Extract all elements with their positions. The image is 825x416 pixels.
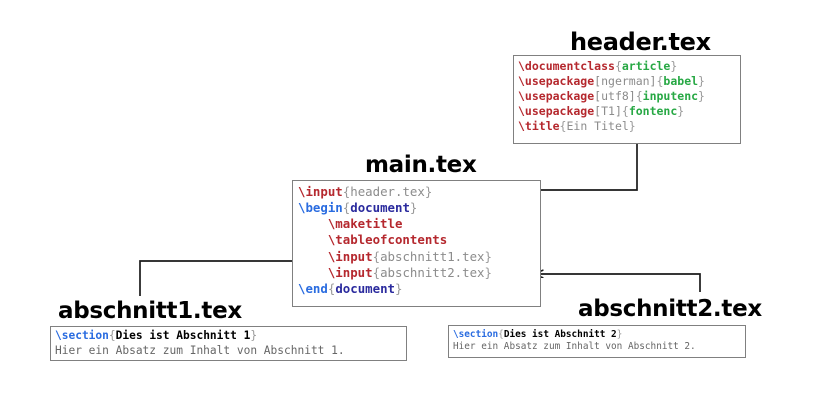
code-token: header.tex <box>350 184 425 199</box>
code-token: \maketitle <box>298 216 403 232</box>
code-line: \usepackage[ngerman]{babel} <box>518 74 736 89</box>
arrow-abschnitt2-to-main <box>534 274 701 292</box>
code-line: \begin{document} <box>298 200 535 216</box>
code-token: \usepackage <box>518 88 595 103</box>
code-token: { <box>327 280 336 296</box>
code-token: document <box>335 280 395 296</box>
code-token: \title <box>518 118 560 133</box>
code-line: \documentclass{article} <box>518 59 736 74</box>
code-token: \section <box>453 329 499 340</box>
code-token: } <box>424 184 433 199</box>
code-token: abschnitt2.tex <box>380 264 485 280</box>
code-token: { <box>635 88 643 103</box>
code-line: \tableofcontents <box>298 232 535 248</box>
code-token: } <box>670 59 678 73</box>
code-box-main[interactable]: \input{header.tex}\begin{document} \make… <box>292 180 541 307</box>
code-token: [utf8] <box>594 88 636 103</box>
code-token: { <box>656 73 664 88</box>
code-line: \section{Dies ist Abschnitt 1} <box>55 329 402 344</box>
code-token: \tableofcontents <box>298 232 448 248</box>
code-token: \usepackage <box>518 73 595 88</box>
code-token: \input <box>298 264 373 280</box>
code-token: document <box>350 200 410 216</box>
code-token: Hier ein Absatz zum Inhalt von Abschnitt… <box>55 343 345 357</box>
code-token: } <box>616 329 623 340</box>
code-token: } <box>409 200 418 216</box>
code-token: { <box>559 118 567 133</box>
code-token: Dies ist Abschnitt 1 <box>115 329 251 342</box>
code-line: \input{abschnitt1.tex} <box>298 249 535 265</box>
code-token: [ngerman] <box>594 73 657 88</box>
code-line: \input{header.tex} <box>298 184 535 200</box>
code-line: \input{abschnitt2.tex} <box>298 265 535 281</box>
file-title-header: header.tex <box>570 28 711 56</box>
code-token: } <box>250 329 258 342</box>
code-line: \usepackage[utf8]{inputenc} <box>518 89 736 104</box>
code-token: { <box>621 103 629 118</box>
code-box-header[interactable]: \documentclass{article}\usepackage[ngerm… <box>513 55 741 144</box>
code-token: \usepackage <box>518 103 595 118</box>
code-token: \section <box>55 329 109 342</box>
code-box-abschnitt1[interactable]: \section{Dies ist Abschnitt 1}Hier ein A… <box>50 326 407 361</box>
code-token: \input <box>298 184 343 199</box>
code-token: } <box>484 248 492 264</box>
code-token: inputenc <box>642 88 699 103</box>
code-token: \documentclass <box>518 59 615 73</box>
file-title-abschnitt1: abschnitt1.tex <box>58 298 242 324</box>
code-box-abschnitt2[interactable]: \section{Dies ist Abschnitt 2}Hier ein A… <box>448 325 746 358</box>
code-token: babel <box>663 73 699 88</box>
code-token: abschnitt1.tex <box>380 248 485 264</box>
code-token: { <box>342 184 351 199</box>
code-token: article <box>621 59 671 73</box>
code-token: { <box>614 59 622 73</box>
code-token: Ein Titel <box>566 118 629 133</box>
code-line: Hier ein Absatz zum Inhalt von Abschnitt… <box>55 344 402 359</box>
code-token: \end <box>298 280 328 296</box>
code-token: { <box>108 329 116 342</box>
code-line: \maketitle <box>298 216 535 232</box>
code-line: \title{Ein Titel} <box>518 119 736 134</box>
code-token: { <box>498 329 504 340</box>
code-token: fontenc <box>628 103 678 118</box>
code-token: { <box>342 200 351 216</box>
code-line: Hier ein Absatz zum Inhalt von Abschnitt… <box>453 341 741 353</box>
code-token: \input <box>298 248 373 264</box>
code-token: } <box>628 118 636 133</box>
code-token: \begin <box>298 200 343 216</box>
code-token: { <box>372 264 381 280</box>
code-token: } <box>698 73 705 88</box>
code-token: { <box>372 248 381 264</box>
code-token: } <box>677 103 685 118</box>
code-token: } <box>698 88 705 103</box>
code-token: Hier ein Absatz zum Inhalt von Abschnitt… <box>453 341 696 353</box>
file-title-main: main.tex <box>365 152 477 178</box>
code-token: Dies ist Abschnitt 2 <box>503 329 617 340</box>
code-line: \end{document} <box>298 281 535 297</box>
code-token: } <box>484 264 492 280</box>
code-token: [T1] <box>594 103 622 118</box>
code-line: \section{Dies ist Abschnitt 2} <box>453 329 741 341</box>
code-token: } <box>395 280 403 296</box>
file-title-abschnitt2: abschnitt2.tex <box>578 296 762 322</box>
code-line: \usepackage[T1]{fontenc} <box>518 104 736 119</box>
